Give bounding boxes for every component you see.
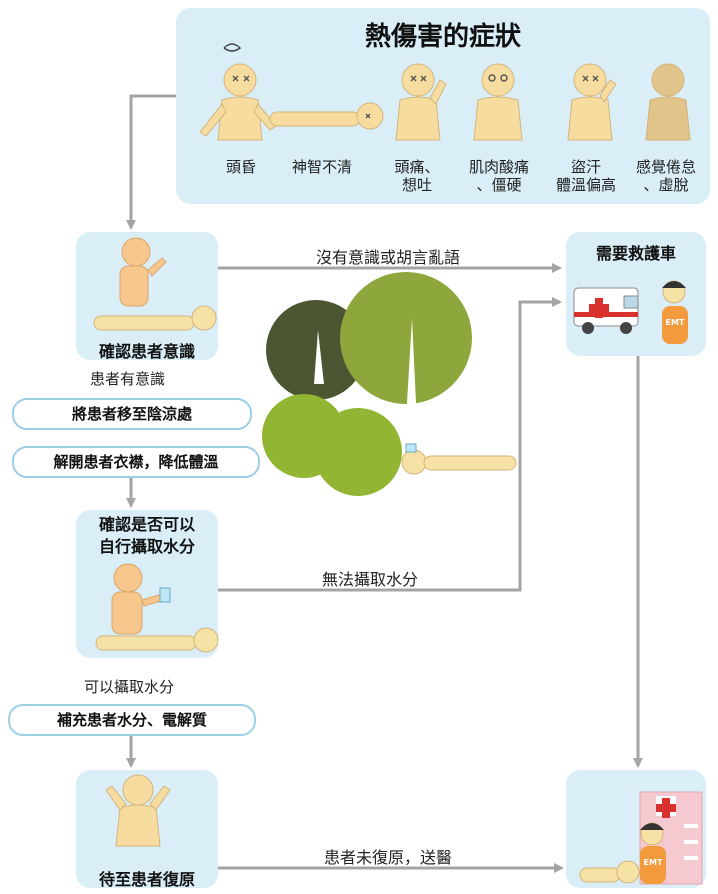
- patient-hospital-icon: [579, 860, 640, 884]
- conscious-yes-label: 患者有意識: [90, 370, 166, 388]
- ambulance-icon: [573, 287, 639, 334]
- emt-badge-hospital: EMT: [643, 858, 663, 867]
- emt-badge-ambulance: EMT: [665, 318, 685, 327]
- water-yes-label: 可以攝取水分: [84, 678, 175, 696]
- edge-label-not-recovered: 患者未復原，送醫: [323, 848, 452, 867]
- emt-hospital-icon: [640, 822, 666, 884]
- symptom-label-sweating: 盜汗體溫偏高: [555, 158, 616, 194]
- check-water-illustration: [95, 563, 219, 653]
- edge-label-cannot-drink: 無法攝取水分: [321, 570, 418, 589]
- symptom-label-headache: 頭痛、想吐: [394, 158, 440, 194]
- symptoms-panel: [176, 8, 710, 204]
- arrow-cannot-drink: [218, 297, 562, 592]
- sweating-figure-icon: [567, 63, 617, 141]
- symptom-face-marks: [232, 74, 599, 119]
- symptom-label-fatigue: 感覺倦怠、虛脫: [635, 158, 696, 194]
- headache-figure-icon: [395, 63, 447, 141]
- edge-label-no-conscious: 沒有意識或胡言亂語: [315, 248, 460, 267]
- resting-person-illustration: [401, 443, 517, 475]
- trees-illustration: [262, 272, 472, 496]
- check-water-panel: [76, 510, 218, 658]
- replenish-step: 補充患者水分、電解質: [8, 704, 256, 736]
- check-conscious-illustration: [93, 237, 217, 331]
- check-water-label: 確認是否可以 自行攝取水分: [98, 515, 195, 556]
- symptom-label-dizzy: 頭昏: [225, 158, 256, 176]
- confused-figure-icon: [269, 102, 384, 130]
- symptom-label-confused: 神智不清: [291, 158, 352, 176]
- loosen-clothes-step: 解開患者衣襟，降低體溫: [12, 446, 260, 478]
- fatigue-figure-icon: [645, 63, 691, 141]
- check-conscious-label: 確認患者意識: [98, 342, 195, 361]
- emt-ambulance-icon: [662, 280, 688, 344]
- symptom-figures: [199, 43, 691, 141]
- symptoms-title: 熱傷害的症狀: [364, 22, 521, 52]
- muscle-pain-figure-icon: [473, 63, 523, 141]
- arrow-symptoms-to-check: [126, 94, 176, 230]
- dizzy-figure-icon: [199, 43, 277, 141]
- move-shade-step: 將患者移至陰涼處: [12, 398, 252, 430]
- symptom-label-muscle: 肌肉酸痛、僵硬: [468, 158, 529, 194]
- recovered-illustration: [105, 774, 171, 847]
- wait-recover-label: 待至患者復原: [98, 870, 195, 889]
- ambulance-title: 需要救護車: [595, 244, 676, 263]
